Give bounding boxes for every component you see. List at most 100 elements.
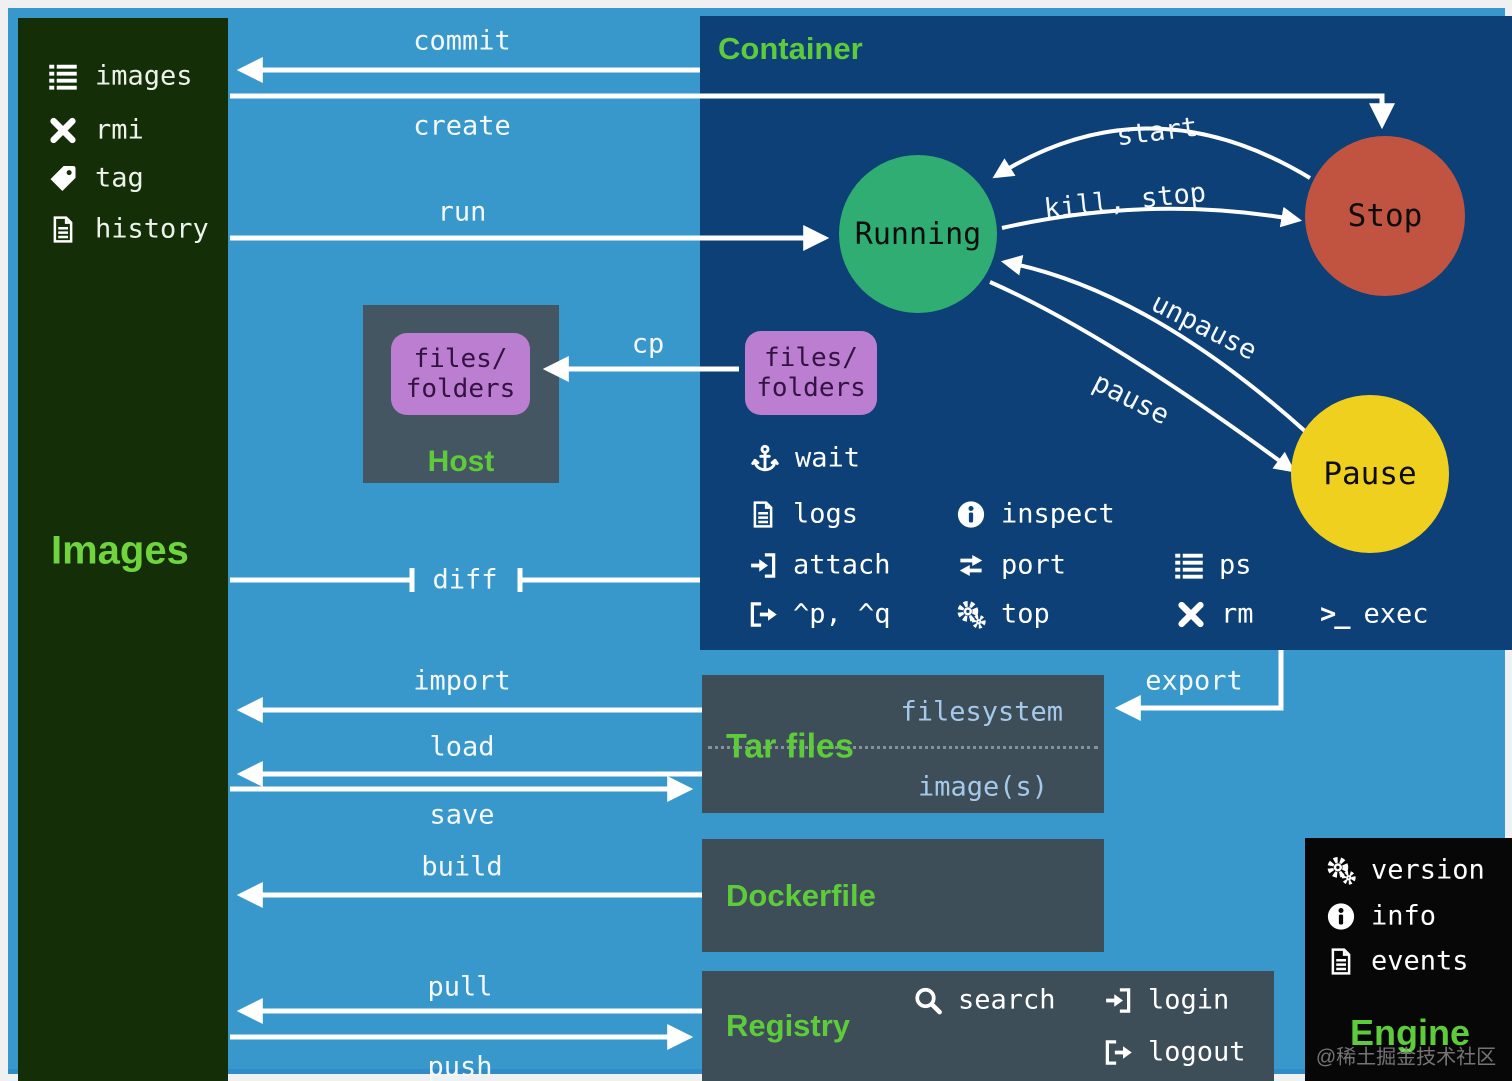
x-icon	[48, 115, 78, 145]
cmd-ps: ps	[1174, 550, 1252, 581]
host-files-box: files/ folders	[391, 333, 530, 415]
tar-files-panel	[702, 675, 1104, 813]
watermark: @稀土掘金技术社区	[1315, 1046, 1497, 1069]
tar-files-title: Tar files	[726, 727, 854, 766]
cmd-label: search	[958, 984, 1056, 1016]
state-pause: Pause	[1291, 395, 1449, 553]
gears-icon	[956, 599, 986, 629]
edge-label-import: import	[413, 665, 511, 697]
edge-label-pull: pull	[427, 971, 493, 1003]
images-sidebar: images rmi tag history	[18, 18, 228, 1081]
sign-out-icon	[1103, 1037, 1133, 1067]
edge-label-save: save	[429, 799, 495, 831]
cmd-label: info	[1371, 900, 1437, 932]
edge-label-commit: commit	[413, 25, 511, 57]
gear-icon	[1326, 855, 1356, 885]
files-line: files/	[413, 344, 508, 374]
cmd-version: version	[1326, 855, 1485, 886]
edge-label-push: push	[427, 1051, 493, 1081]
search-icon	[913, 985, 943, 1015]
edge-label-cp: cp	[631, 328, 665, 360]
sidebar-item-label: rmi	[95, 114, 144, 146]
cmd-search: search	[913, 985, 1056, 1016]
exchange-icon	[956, 550, 986, 580]
cmd-info: info	[1326, 901, 1436, 932]
host-title: Host	[427, 445, 495, 478]
cmd-wait: wait	[750, 443, 860, 474]
sidebar-item-tag: tag	[48, 163, 144, 194]
cmd-label: exec	[1363, 598, 1429, 630]
container-files-box: files/ folders	[745, 331, 877, 415]
x-icon	[1176, 599, 1206, 629]
cmd-label: attach	[793, 549, 891, 581]
state-running: Running	[839, 155, 997, 313]
info-icon	[956, 499, 986, 529]
sidebar-item-label: history	[95, 213, 209, 245]
dockerfile-title: Dockerfile	[726, 878, 876, 913]
cmd-label: logout	[1148, 1036, 1246, 1068]
sidebar-item-history: history	[48, 214, 209, 245]
cmd-label: top	[1001, 598, 1050, 630]
edge-label-create: create	[413, 110, 511, 142]
tar-filesystem-label: filesystem	[900, 696, 1063, 728]
cmd-exec: >_ exec	[1320, 599, 1429, 630]
cmd-label: ps	[1219, 549, 1252, 581]
edge-label-build: build	[421, 851, 503, 883]
cmd-label: rm	[1221, 598, 1254, 630]
engine-title: Engine	[1349, 1012, 1471, 1053]
anchor-icon	[750, 443, 780, 473]
cmd-port: port	[956, 550, 1066, 581]
diagram-background: images rmi tag history Images	[8, 8, 1512, 1081]
cmd-inspect: inspect	[956, 499, 1115, 530]
file-icon	[748, 499, 778, 529]
registry-title: Registry	[726, 1008, 851, 1043]
sign-in-icon	[748, 550, 778, 580]
cmd-top: top	[956, 599, 1050, 630]
cmd-rm: rm	[1176, 599, 1254, 630]
cmd-label: port	[1001, 549, 1067, 581]
cmd-label: logs	[793, 498, 859, 530]
tar-divider	[708, 746, 1098, 749]
container-title: Container	[718, 31, 863, 66]
cmd-label: version	[1371, 854, 1485, 886]
images-title: Images	[51, 528, 189, 573]
sidebar-item-label: tag	[95, 162, 144, 194]
state-label: Running	[854, 216, 982, 252]
registry-panel	[702, 971, 1274, 1081]
cmd-events: events	[1326, 946, 1469, 977]
cmd-logout: logout	[1103, 1037, 1246, 1068]
files-line: folders	[405, 374, 516, 404]
tag-icon	[48, 163, 78, 193]
file-icon	[1326, 946, 1356, 976]
cmd-label: events	[1371, 945, 1469, 977]
cmd-logs: logs	[748, 499, 858, 530]
cmd-label: inspect	[1001, 498, 1115, 530]
tar-images-label: image(s)	[917, 771, 1048, 803]
cmd-attach: attach	[748, 550, 891, 581]
sign-out-icon	[748, 599, 778, 629]
sidebar-item-label: images	[95, 60, 193, 92]
files-line: folders	[756, 373, 866, 403]
list-icon	[1174, 550, 1204, 580]
info-icon	[1326, 901, 1356, 931]
edge-label-diff: diff	[432, 564, 498, 596]
sidebar-item-rmi: rmi	[48, 115, 144, 146]
cmd-label: ^p, ^q	[793, 598, 891, 630]
edge-label-run: run	[437, 196, 487, 228]
state-stop: Stop	[1305, 136, 1465, 296]
cmd-detach: ^p, ^q	[748, 599, 891, 630]
file-icon	[48, 214, 78, 244]
sidebar-item-images: images	[48, 61, 193, 92]
terminal-icon: >_	[1320, 598, 1350, 630]
dockerfile-panel	[702, 839, 1104, 952]
cmd-label: wait	[795, 442, 861, 474]
sign-in-icon	[1103, 985, 1133, 1015]
state-label: Stop	[1347, 198, 1423, 234]
state-label: Pause	[1323, 456, 1417, 492]
list-icon	[48, 61, 78, 91]
cmd-label: login	[1148, 984, 1230, 1016]
edge-label-load: load	[429, 731, 495, 763]
cmd-login: login	[1103, 985, 1229, 1016]
files-line: files/	[764, 343, 858, 373]
